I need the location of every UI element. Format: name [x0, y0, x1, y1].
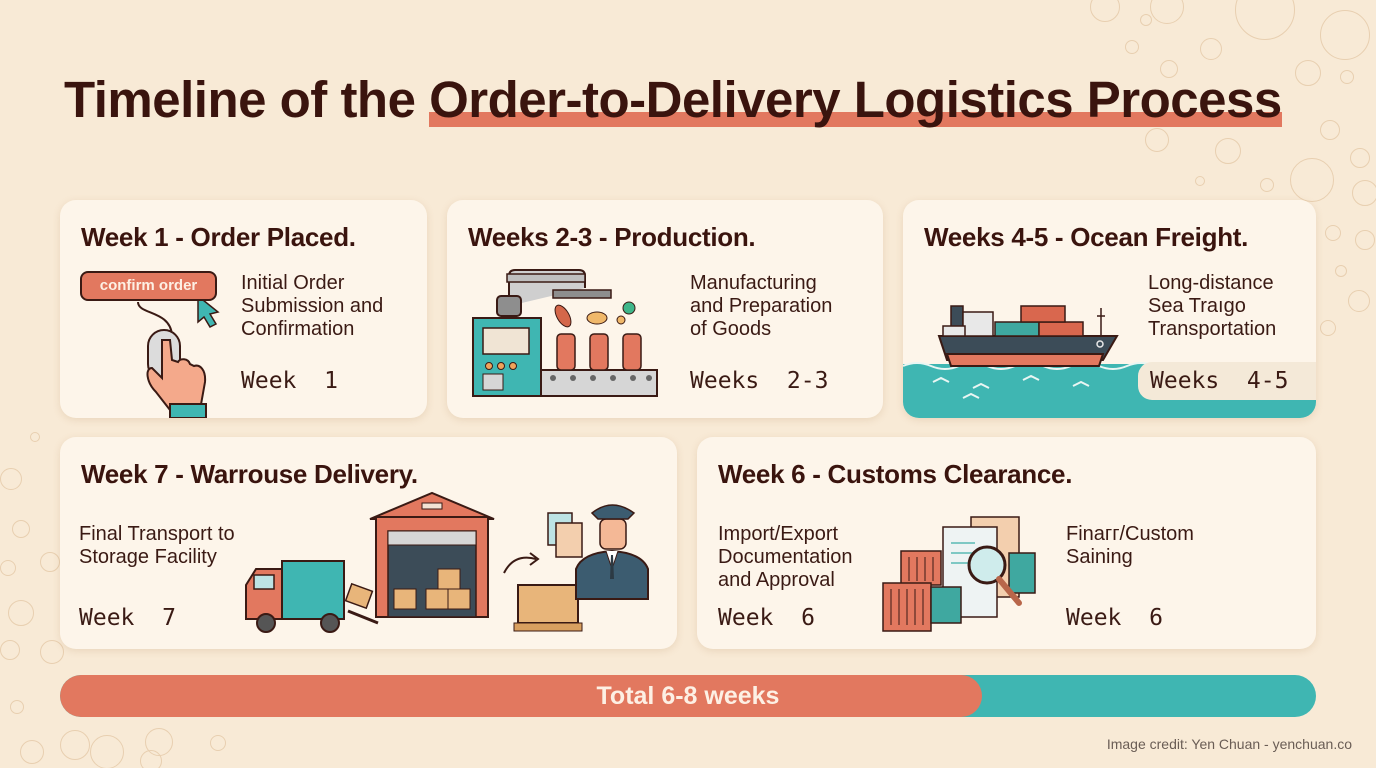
- stage-description: Manufacturing and Preparation of Goods: [690, 272, 833, 340]
- confirm-order-button: confirm order: [80, 271, 217, 301]
- title-highlight: Order-to-Delivery Logistics Process: [429, 71, 1282, 128]
- total-duration-fill: [60, 675, 982, 717]
- stage-title: Weeks 4-5 - Ocean Freight.: [924, 222, 1249, 252]
- stage-title: Week 6 - Customs Clearance.: [718, 459, 1073, 489]
- stage-description-secondary: Finaгг/Custom Saining: [1066, 523, 1194, 568]
- page-title: Timeline of the Order-to-Delivery Logist…: [64, 70, 1282, 129]
- stage-duration-secondary: Week 6: [1066, 605, 1163, 631]
- stage-duration: Week 6: [718, 605, 815, 631]
- duration-badge: [1138, 362, 1316, 400]
- title-prefix: Timeline of the: [64, 71, 430, 128]
- stage-duration: Weeks 4-5: [1150, 368, 1289, 394]
- truck-warehouse-icon: [242, 489, 662, 639]
- stage-description: Final Transport to Storage Facility: [79, 523, 235, 568]
- stage-duration: Week 7: [79, 605, 176, 631]
- stage-card-warehouse-delivery: Week 7 - Warrouse Delivery. Final Transp…: [60, 437, 677, 649]
- total-duration-bar: Total 6-8 weeks: [60, 675, 1316, 717]
- stage-duration: Week 1: [241, 368, 338, 394]
- total-duration-label: Total 6-8 weeks: [596, 682, 780, 710]
- mouse-click-icon: [60, 260, 240, 418]
- stage-card-ocean-freight: Weeks 4-5 - Ocean Freight. Long-distance…: [903, 200, 1316, 418]
- stage-card-production: Weeks 2-3 - Production. Manufa: [447, 200, 883, 418]
- factory-icon: [469, 266, 664, 401]
- stage-description: Import/Export Documentation and Approval: [718, 523, 853, 591]
- stage-description: Long-distance Sea Traıgo Transportation: [1148, 272, 1277, 340]
- stage-title: Week 1 - Order Placed.: [81, 222, 356, 252]
- image-credit: Image credit: Yen Chuan - yenchuan.co: [1106, 736, 1352, 752]
- stage-card-customs-clearance: Week 6 - Customs Clearance. Import/Expor…: [697, 437, 1316, 649]
- stage-duration: Weeks 2-3: [690, 368, 829, 394]
- stage-title: Week 7 - Warrouse Delivery.: [81, 459, 418, 489]
- stage-description: Initial Order Submission and Confirmatio…: [241, 272, 384, 340]
- stage-title: Weeks 2-3 - Production.: [468, 222, 756, 252]
- stage-card-order-placed: Week 1 - Order Placed. confirm order Ini…: [60, 200, 427, 418]
- customs-documents-icon: [879, 511, 1049, 641]
